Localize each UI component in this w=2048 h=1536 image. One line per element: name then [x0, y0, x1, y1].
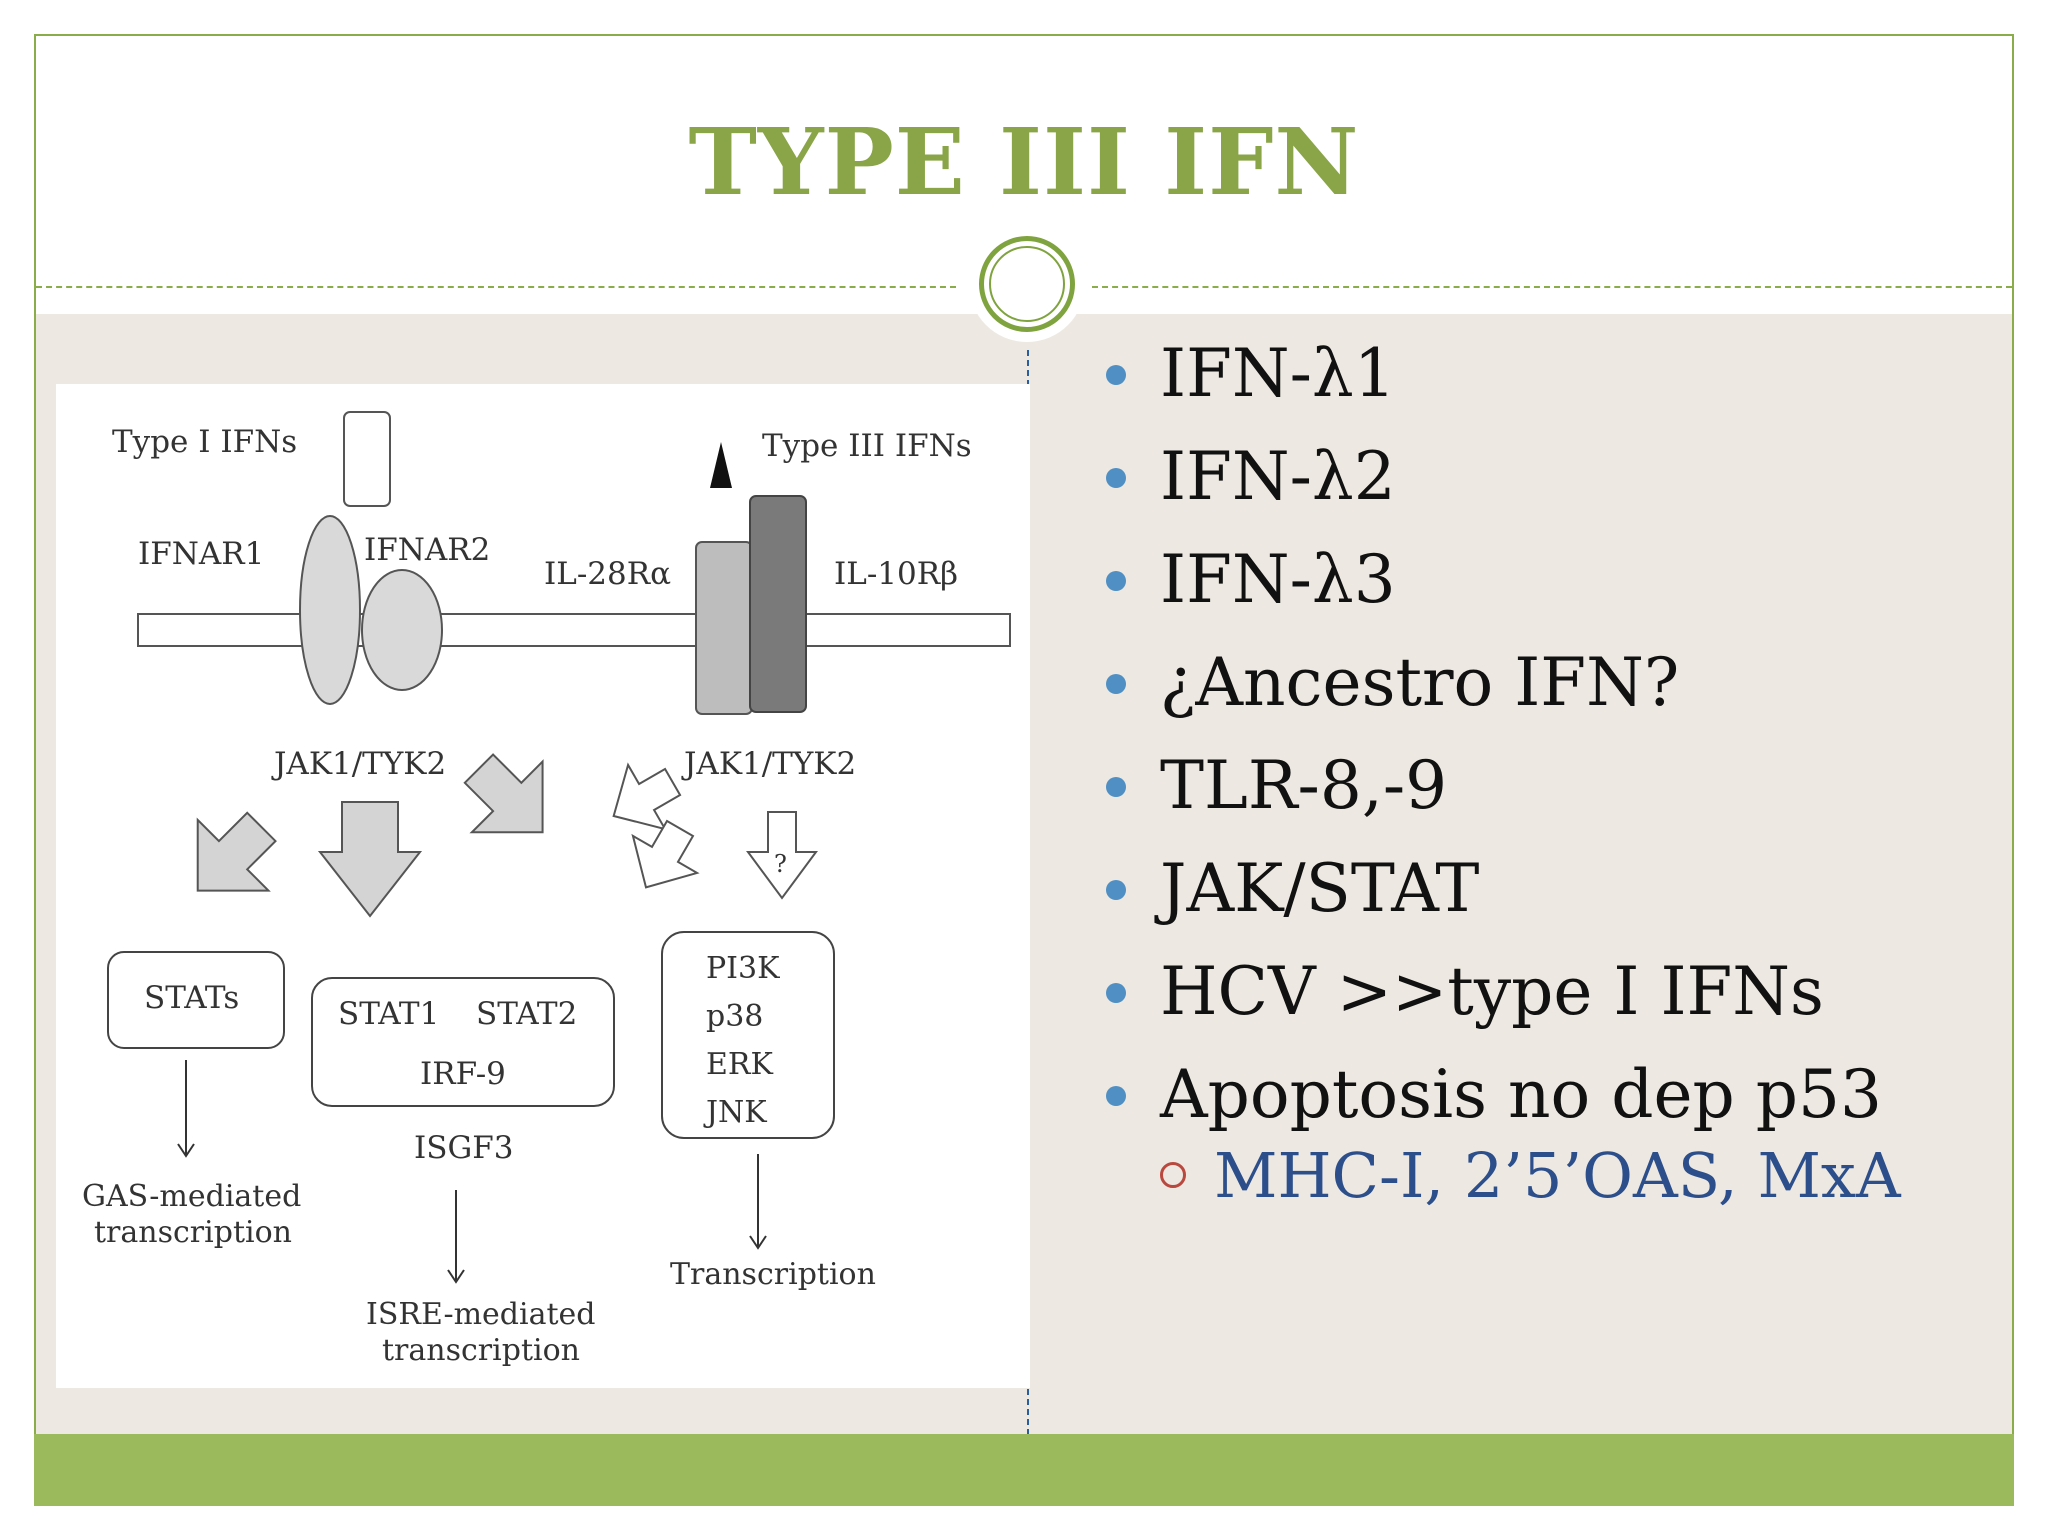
bullet-item: JAK/STAT [1100, 837, 2000, 940]
sub-bullet-text: MHC-I, 2’5’OAS, MxA [1214, 1139, 1901, 1212]
ifnar2-receptor [361, 569, 443, 691]
type1-ifn-ligand [343, 411, 391, 507]
arrow-to-isgf3 [317, 801, 423, 918]
isgf3-label: ISGF3 [414, 1130, 513, 1166]
gas-label-line1: GAS-mediated [82, 1179, 301, 1214]
stats-arrow-head [177, 1143, 195, 1158]
il10-label: IL-10Rβ [834, 556, 958, 592]
bullet-dot-icon [1106, 1086, 1126, 1106]
bullet-text: TLR-8,-9 [1160, 747, 1448, 824]
arrow-to-stats [196, 811, 277, 892]
sub-bullet-ring-icon [1160, 1161, 1186, 1188]
bullet-text: IFN-λ2 [1160, 438, 1396, 515]
transcription-label: Transcription [670, 1257, 876, 1292]
type3-label: Type III IFNs [762, 428, 972, 464]
footer-bar [34, 1434, 2014, 1506]
bullet-dot-icon [1106, 777, 1126, 797]
bullet-item: ¿Ancestro IFN? [1100, 631, 2000, 734]
bullet-item: TLR-8,-9 [1100, 734, 2000, 837]
divider-left [36, 286, 956, 288]
ifnar1-receptor [299, 515, 361, 705]
bullet-text: JAK/STAT [1160, 850, 1480, 927]
stats-label: STATs [144, 980, 239, 1016]
bullet-text: IFN-λ3 [1160, 541, 1396, 618]
bullet-text: HCV >>type I IFNs [1160, 953, 1824, 1030]
il28-receptor [695, 541, 753, 715]
p38-label: p38 [706, 999, 763, 1034]
arrow-from-ifnar [463, 753, 544, 834]
jnk-label: JNK [703, 1095, 767, 1130]
jak-right-label: JAK1/TYK2 [681, 746, 856, 782]
arrow-outline-down-left [631, 819, 700, 889]
type1-label: Type I IFNs [112, 424, 297, 460]
cell-membrane [137, 613, 1011, 647]
bullet-text: ¿Ancestro IFN? [1160, 644, 1680, 721]
bullet-item: IFN-λ3 [1100, 528, 2000, 631]
isre-label-line2: transcription [382, 1333, 580, 1368]
gas-label-line2: transcription [94, 1215, 292, 1250]
bullet-item: IFN-λ1 [1100, 322, 2000, 425]
isgf3-complex-box [311, 977, 615, 1107]
isgf3-arrow-head [447, 1269, 465, 1284]
signaling-diagram: Type I IFNs Type III IFNs IFNAR1 IFNAR2 … [56, 384, 1030, 1388]
pi3k-label: PI3K [706, 951, 780, 986]
isre-label-line1: ISRE-mediated [366, 1297, 595, 1332]
bullet-list: IFN-λ1 IFN-λ2 IFN-λ3 ¿Ancestro IFN? TLR-… [1100, 322, 2000, 1146]
slide-title: TYPE III IFN [688, 108, 1360, 216]
bullet-dot-icon [1106, 468, 1126, 488]
bullet-dot-icon [1106, 674, 1126, 694]
stats-box [107, 951, 285, 1049]
bullet-item: Apoptosis no dep p53 [1100, 1043, 2000, 1146]
divider-right [1092, 286, 2012, 288]
unknown-pathway-mark: ? [774, 850, 787, 878]
bullet-dot-icon [1106, 880, 1126, 900]
stat2-label: STAT2 [476, 996, 577, 1032]
arrow-outline-left [612, 762, 682, 831]
bullet-text: Apoptosis no dep p53 [1160, 1056, 1882, 1133]
bullet-text: IFN-λ1 [1160, 335, 1396, 412]
bullet-item: IFN-λ2 [1100, 425, 2000, 528]
bullet-dot-icon [1106, 983, 1126, 1003]
diagram-svg: Type I IFNs Type III IFNs IFNAR1 IFNAR2 … [82, 411, 1011, 1368]
jak-left-label: JAK1/TYK2 [271, 746, 446, 782]
bullet-item: HCV >>type I IFNs [1100, 940, 2000, 1043]
type3-ifn-ligand [710, 442, 732, 488]
il10-receptor [749, 495, 807, 713]
erk-label: ERK [706, 1047, 773, 1082]
bullet-dot-icon [1106, 365, 1126, 385]
ifnar2-label: IFNAR2 [364, 532, 490, 568]
mapk-pi3k-box [661, 931, 835, 1139]
bullet-dot-icon [1106, 571, 1126, 591]
irf9-label: IRF-9 [420, 1056, 506, 1092]
arrow-outline-unknown [746, 811, 818, 900]
transcription-arrow-head [749, 1235, 767, 1250]
ifnar1-label: IFNAR1 [138, 536, 264, 572]
sub-bullet: MHC-I, 2’5’OAS, MxA [1160, 1136, 1901, 1216]
divider-ornament-inner-ring [989, 246, 1065, 322]
stat1-label: STAT1 [338, 996, 439, 1032]
il28-label: IL-28Rα [544, 556, 671, 592]
